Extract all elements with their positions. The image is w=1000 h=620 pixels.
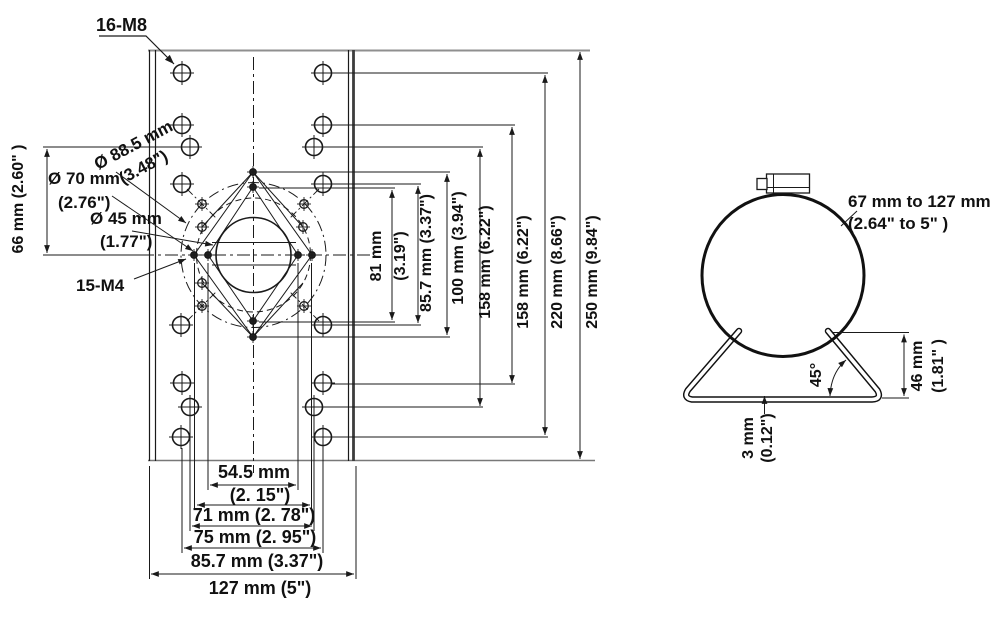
label-dia-70-line2: (2.76") <box>58 193 110 212</box>
dim-text-158b: 158 mm (6.22") <box>515 215 532 328</box>
leader-16-m8 <box>99 35 175 65</box>
dim-text-46-in: (1.81" ) <box>930 339 947 393</box>
dim-text-81-mm: 81 mm <box>368 231 385 282</box>
label-15-m4: 15-M4 <box>76 276 125 295</box>
label-dia-45-line2: (1.77") <box>100 232 152 251</box>
bracket-strap-outline <box>682 327 883 403</box>
clamp-view <box>682 173 883 403</box>
bracket-strap-fill <box>684 329 881 402</box>
dim-text-250: 250 mm (9.84") <box>584 215 601 328</box>
leader-clamp-range <box>840 210 858 227</box>
dim-text-857v: 85.7 mm (3.37") <box>418 194 435 312</box>
label-16-m8: 16-M8 <box>96 15 147 35</box>
clamp-range-line1: 67 mm to 127 mm <box>848 192 991 211</box>
dimensions-bottom: 54.5 mm (2. 15") 71 mm (2. 78") 75 mm (2… <box>149 263 357 598</box>
leader-dia-70 <box>111 195 194 252</box>
fan-line <box>252 282 304 338</box>
dim-text-3-mm: 3 mm <box>740 417 757 459</box>
label-dia-70-line1: Ø 70 mm <box>48 169 120 188</box>
leader-dia-885 <box>115 171 187 224</box>
dimensions-right: 81 mm (3.19") 85.7 mm (3.37") 100 mm (3.… <box>259 51 601 460</box>
dim-text-100: 100 mm (3.94") <box>450 191 467 304</box>
dim-text-3-in: (0.12") <box>759 413 776 462</box>
dim-text-545-mm: 54.5 mm <box>218 462 290 482</box>
clamp-dimensions: 67 mm to 127 mm (2.64" to 5" ) 45° 46 mm… <box>740 192 991 463</box>
worm-screw-housing <box>765 173 811 194</box>
dim-text-46-mm: 46 mm <box>909 341 926 392</box>
dim-text-75: 75 mm (2. 95") <box>194 527 317 547</box>
fan-line <box>201 171 254 228</box>
bolt-circle-885mm <box>180 182 327 328</box>
leader-15-m4 <box>133 258 187 280</box>
fan-line <box>252 171 304 228</box>
dim-text-857h: 85.7 mm (3.37") <box>191 551 324 571</box>
angle-text-45: 45° <box>808 363 825 387</box>
dim-text-158a: 158 mm (6.22") <box>477 205 494 318</box>
leader-dia-45 <box>131 230 214 247</box>
angle-arc-45 <box>827 359 847 397</box>
dim-text-127: 127 mm (5") <box>209 578 312 598</box>
fan-line <box>201 282 254 338</box>
dim-text-66: 66 mm (2.60" ) <box>10 145 27 254</box>
worm-screw-head <box>756 177 768 191</box>
clamp-range-line2: (2.64" to 5" ) <box>848 214 948 233</box>
dim-text-220: 220 mm (8.66") <box>549 215 566 328</box>
central-hole-45mm <box>215 216 292 294</box>
label-dia-45-line1: Ø 45 mm <box>90 209 162 228</box>
dim-text-71: 71 mm (2. 78") <box>193 505 316 525</box>
dim-text-545-in: (2. 15") <box>230 485 291 505</box>
dimension-66mm: 66 mm (2.60" ) <box>10 145 186 256</box>
dim-text-81-in: (3.19") <box>392 231 409 280</box>
clamp-band-circle <box>700 193 866 358</box>
bracket-plate-outline <box>148 49 595 462</box>
